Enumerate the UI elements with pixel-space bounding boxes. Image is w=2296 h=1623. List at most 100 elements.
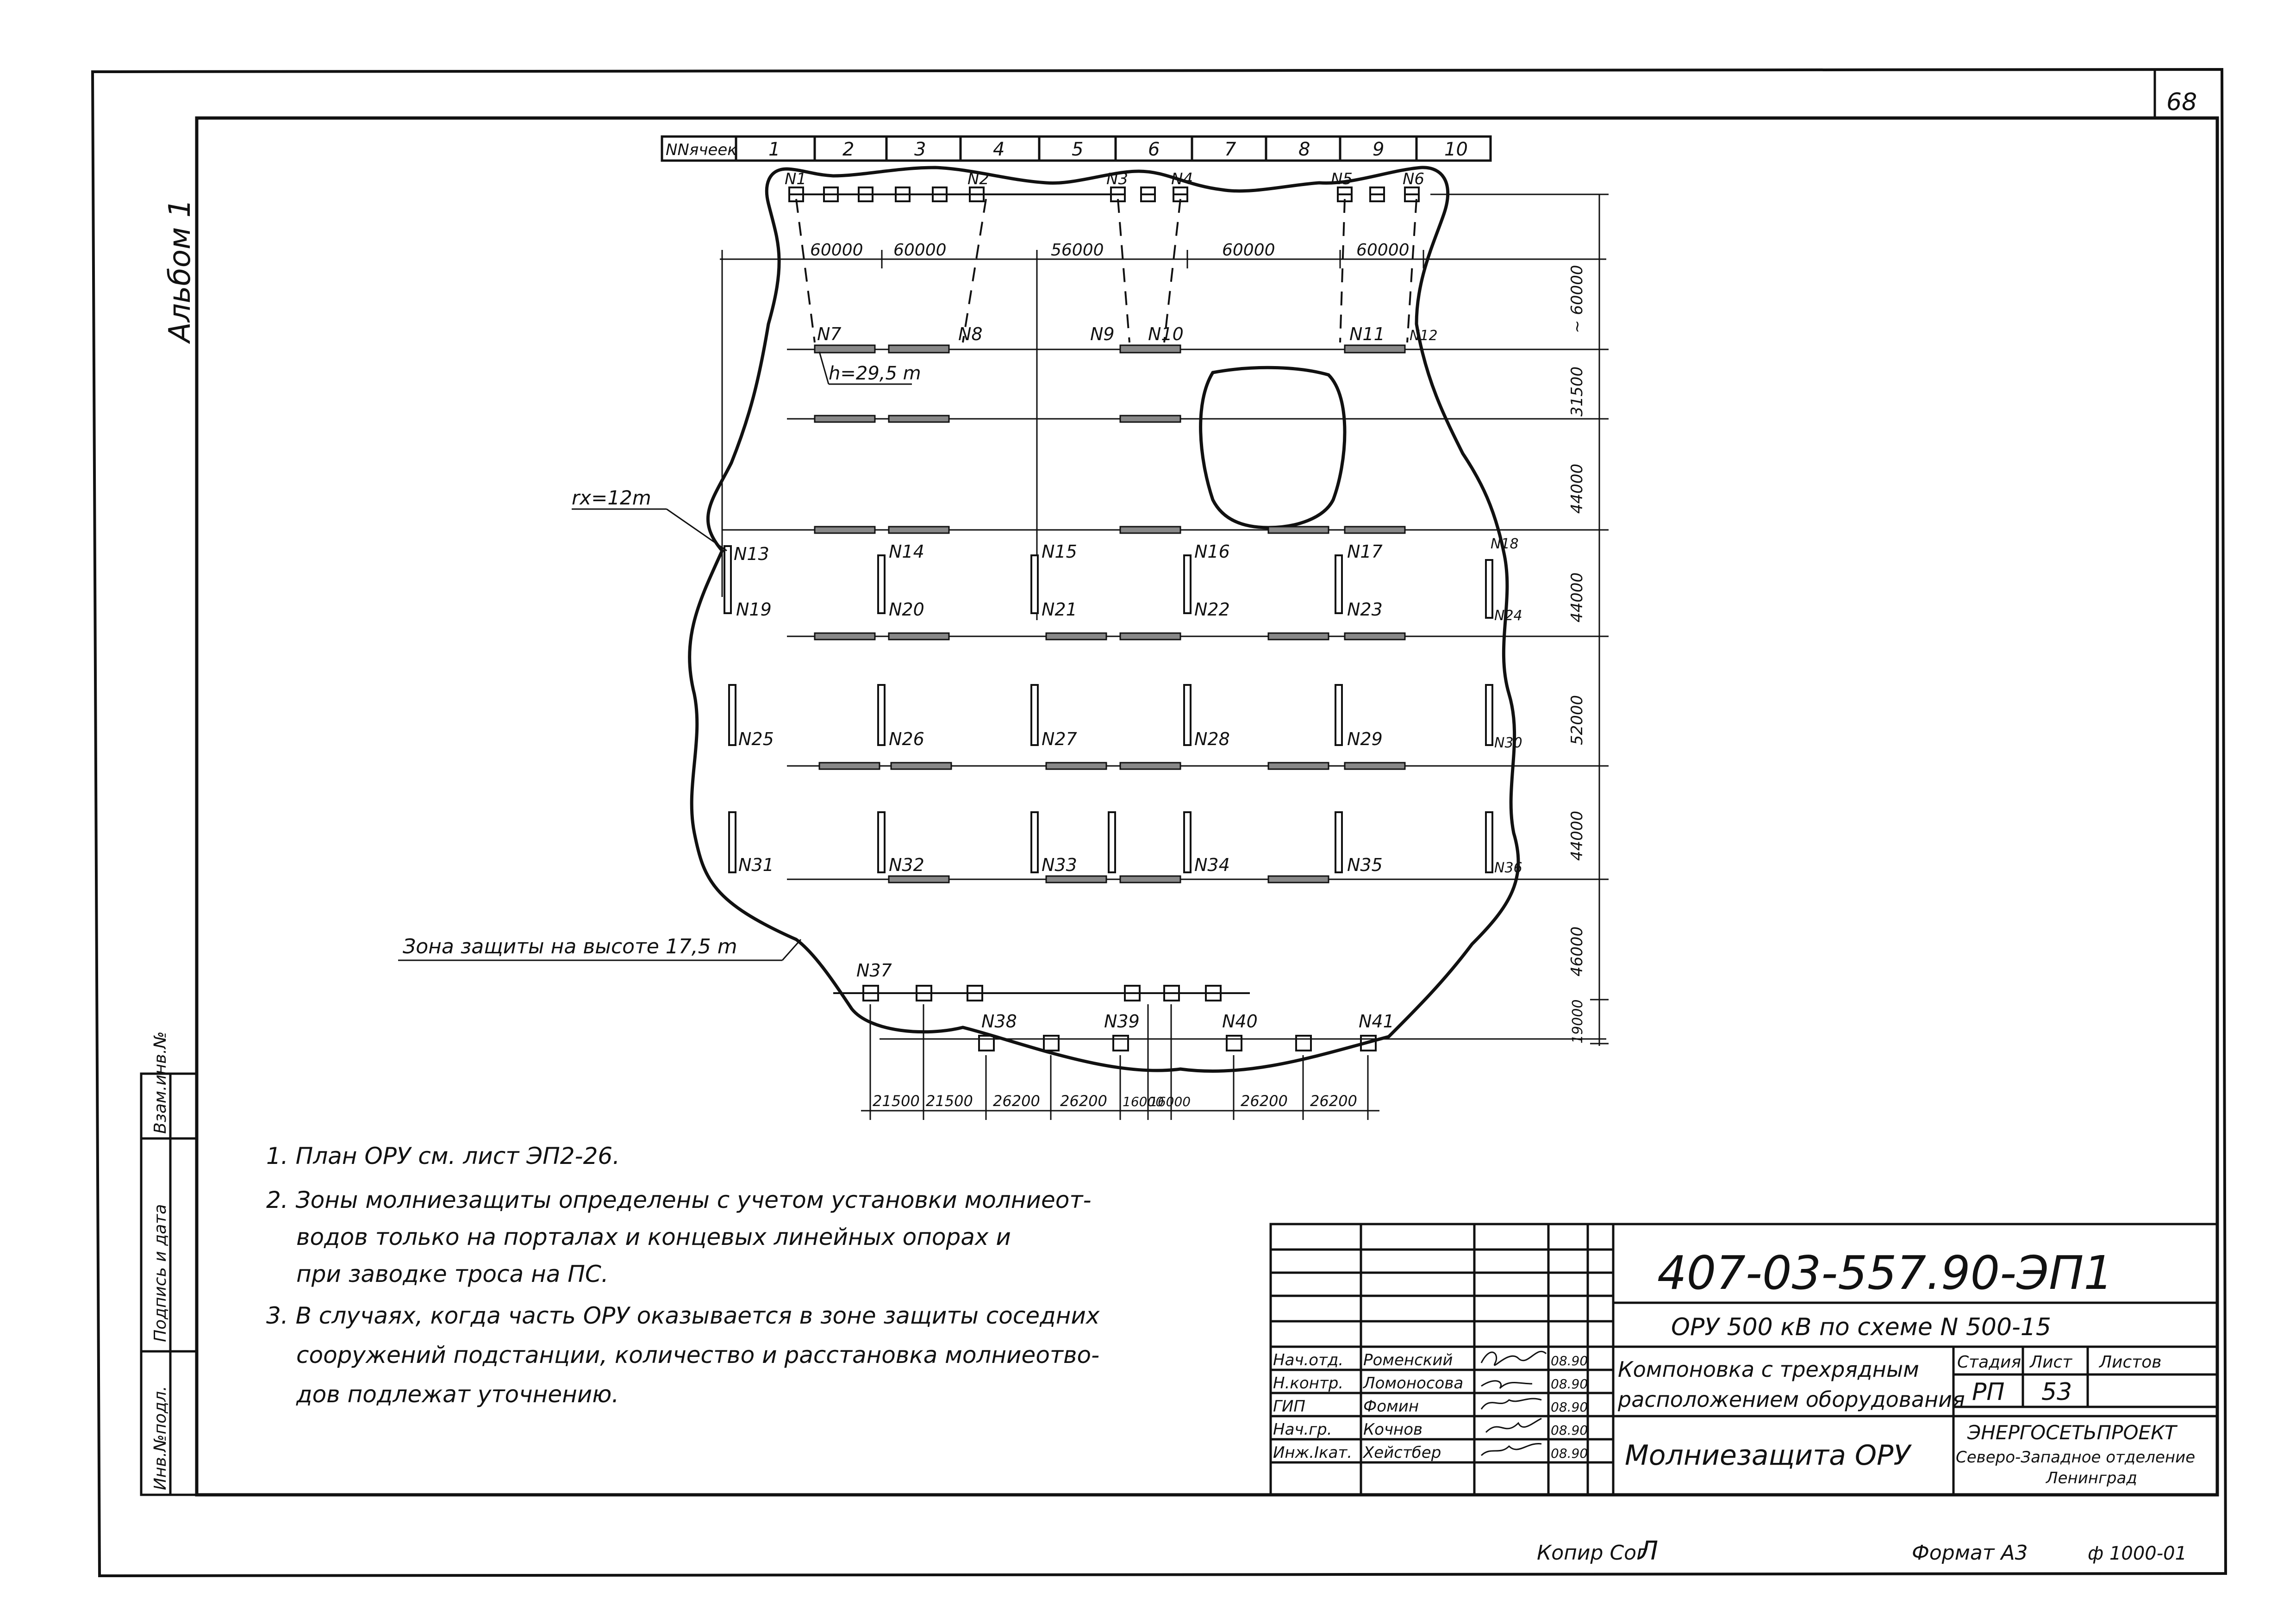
side-stamp — [140, 1072, 198, 1496]
mast-label: N3 — [1106, 170, 1128, 188]
mast-label: N18 — [1491, 536, 1519, 552]
top-dim: 56000 — [1051, 241, 1104, 260]
top-dimension-chain — [721, 250, 1426, 620]
mast-label: N35 — [1347, 855, 1383, 875]
staff-name: Роменский — [1363, 1351, 1453, 1369]
album-label: Альбом 1 — [163, 199, 197, 344]
staff-date: 08.90 — [1551, 1399, 1588, 1415]
staff-role: Нач.отд. — [1273, 1351, 1343, 1369]
staff-date: 08.90 — [1551, 1423, 1588, 1438]
mast-label: N2 — [967, 170, 989, 188]
unprotected-area — [1199, 366, 1347, 529]
mast-label: N6 — [1403, 170, 1424, 188]
right-dim: 19000 — [1570, 1000, 1586, 1044]
radius-label: rx=12m — [572, 486, 651, 509]
staff-role: Инж.Iкат. — [1273, 1443, 1352, 1462]
bottom-dimension-chain — [861, 1004, 1379, 1120]
mast-label: N28 — [1194, 729, 1230, 749]
mast-label: N34 — [1194, 855, 1230, 875]
mast-label: N23 — [1347, 599, 1383, 620]
side-stamp-inv: Инв.№подл. — [151, 1386, 170, 1490]
right-dim: 44000 — [1568, 811, 1586, 861]
side-stamp-replace: Взам.инв.№ — [151, 1031, 170, 1134]
cell-number: 3 — [914, 139, 926, 160]
staff-date: 08.90 — [1551, 1376, 1588, 1392]
right-dimension-chain — [1590, 193, 1609, 1046]
page-number: 68 — [2166, 88, 2197, 116]
staff-name: Ломоносова — [1362, 1374, 1463, 1393]
format-label: Формат А3 — [1912, 1541, 2028, 1565]
bus-lines — [720, 193, 1606, 1040]
note-line: дов подлежат уточнению. — [296, 1381, 619, 1408]
org-branch: Северо-Западное отделение — [1956, 1448, 2195, 1467]
copied-signature: Л — [1638, 1536, 1658, 1566]
staff-name: Хейстбер — [1362, 1443, 1441, 1462]
mast-label: N38 — [981, 1011, 1017, 1032]
note-line: 3. В случаях, когда часть ОРУ оказываетс… — [266, 1302, 1100, 1329]
cells-row — [661, 135, 1492, 162]
right-dim: 31500 — [1568, 367, 1586, 417]
mast-label: N19 — [736, 599, 772, 620]
staff-date: 08.90 — [1551, 1446, 1588, 1461]
mast-label: N7 — [817, 324, 842, 344]
radius-leader — [572, 508, 727, 552]
notes: 1. План ОРУ см. лист ЭП2-26. 2. Зоны мол… — [266, 1143, 1100, 1408]
cell-number: 1 — [768, 139, 780, 160]
stage-value: РП — [1972, 1378, 2004, 1406]
mast-label: N16 — [1194, 541, 1230, 562]
portal-bars — [814, 344, 1406, 883]
mast-label: N15 — [1042, 541, 1077, 562]
mast-label: N12 — [1410, 328, 1438, 344]
cell-number: 8 — [1298, 139, 1310, 160]
cell-number: 4 — [993, 139, 1004, 160]
protection-zone-outline — [688, 166, 1520, 1073]
height-leader — [818, 351, 830, 385]
format-code: ф 1000-01 — [2088, 1543, 2187, 1564]
staff-name: Фомин — [1363, 1397, 1419, 1416]
mast-label: N8 — [958, 324, 983, 344]
bottom-dim: 16000 — [1149, 1094, 1191, 1109]
staff-name: Кочнов — [1363, 1420, 1423, 1439]
cells-header: NNячеек — [666, 141, 737, 159]
right-dim: 46000 — [1568, 927, 1586, 976]
project-name: ОРУ 500 кВ по схеме N 500-15 — [1671, 1313, 2051, 1341]
mast-label: N4 — [1171, 170, 1193, 188]
note-line: при заводке троса на ПС. — [296, 1261, 609, 1287]
copied-label: Копир Сог — [1537, 1541, 1647, 1565]
org-name: ЭНЕРГОСЕТЬПРОЕКТ — [1967, 1421, 2178, 1444]
mast-label: N37 — [856, 960, 892, 981]
top-dim: 60000 — [1356, 241, 1410, 260]
bottom-dim: 26200 — [1241, 1092, 1288, 1110]
title-block-frame — [1269, 1223, 2219, 1496]
mast-label: N32 — [889, 855, 924, 875]
bottom-masts — [833, 985, 1377, 1051]
sheet-header: Лист — [2029, 1353, 2072, 1372]
sheet-title: Молниезащита ОРУ — [1625, 1439, 1912, 1472]
mast-label: N9 — [1090, 324, 1115, 344]
mast-label: N22 — [1194, 599, 1230, 620]
mast-label: N27 — [1042, 729, 1077, 749]
vertical-masts — [724, 545, 1493, 873]
mast-label: N29 — [1347, 729, 1383, 749]
bottom-dim: 26200 — [1060, 1092, 1107, 1110]
document-code: 407-03-557.90-ЭП1 — [1657, 1246, 2113, 1300]
mast-label: N30 — [1494, 735, 1522, 751]
bottom-dim: 26200 — [993, 1092, 1040, 1110]
top-dim: 60000 — [893, 241, 947, 260]
sheet-number: 53 — [2041, 1378, 2072, 1406]
note-line: сооружений подстанции, количество и расс… — [296, 1342, 1099, 1368]
org-city: Ленинград — [2045, 1469, 2137, 1487]
mast-label: N40 — [1222, 1011, 1258, 1032]
signatures — [1480, 1350, 1547, 1456]
sheets-header: Листов — [2098, 1353, 2161, 1372]
mast-label: N14 — [889, 541, 924, 562]
mast-label: N20 — [889, 599, 924, 620]
right-dim: 52000 — [1568, 695, 1586, 745]
top-masts — [788, 187, 1420, 202]
staff-role: Н.контр. — [1273, 1374, 1343, 1393]
mast-label: N33 — [1042, 855, 1077, 875]
mast-label: N36 — [1494, 860, 1522, 876]
right-dim: 44000 — [1568, 464, 1586, 514]
cell-number: 10 — [1444, 139, 1468, 160]
